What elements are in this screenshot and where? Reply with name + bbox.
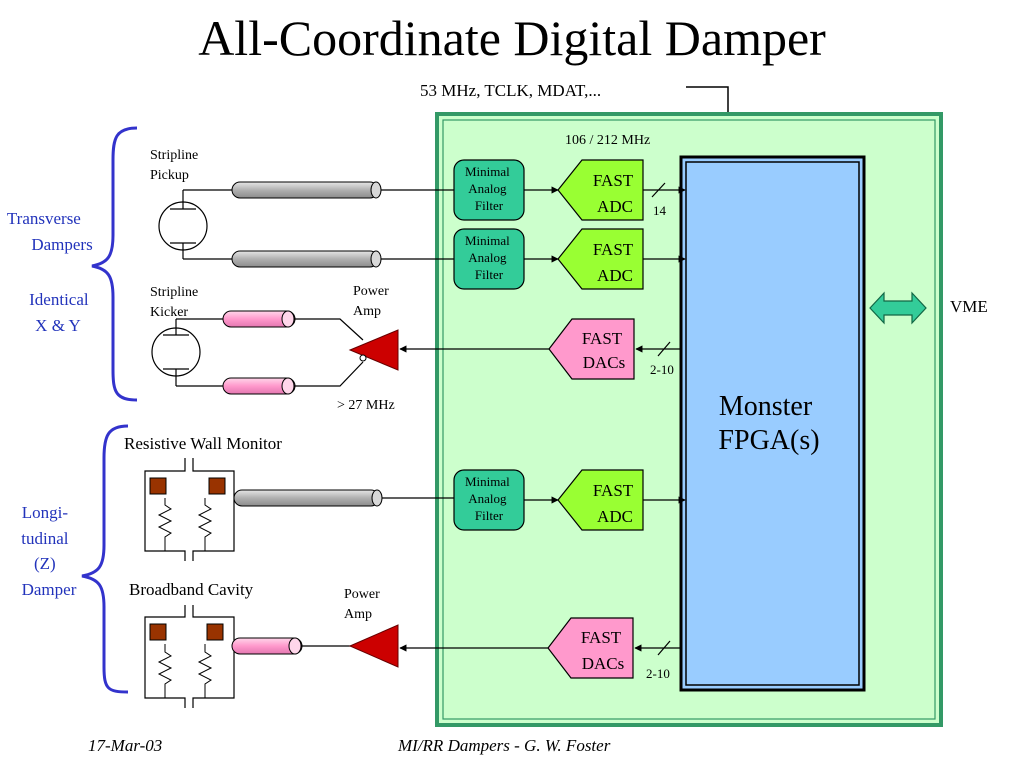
- dac-1-line-1: FAST: [582, 329, 623, 348]
- power-amp-1-label: Power Amp: [353, 284, 392, 319]
- power-amp-1-label-line-2: Amp: [353, 304, 381, 319]
- svg-text:FAST ADC: FAST ADC: [593, 240, 637, 285]
- kicker-cable-upper: [222, 310, 296, 328]
- footer-author: MI/RR Dampers - G. W. Foster: [397, 736, 611, 755]
- fast-adc-1: FAST ADC: [557, 159, 644, 221]
- resistive-wall-monitor: [144, 458, 235, 561]
- adc-1-line-1: FAST: [593, 171, 634, 190]
- longitudinal-brace: [81, 424, 129, 694]
- rwm-cable: [233, 489, 383, 507]
- stripline-pickup-label: Stripline Pickup: [150, 148, 202, 183]
- stripline-kicker-label-line-2: Kicker: [150, 305, 188, 320]
- adc-2-line-1: FAST: [593, 240, 634, 259]
- broadband-cavity: [144, 605, 235, 708]
- identical-label: Identical X & Y: [29, 290, 93, 335]
- dac-1-bus-width: 2-10: [650, 362, 674, 377]
- pickup-cable-lower: [231, 250, 382, 268]
- dac-1-line-2: DACs: [583, 353, 626, 372]
- longitudinal-label-line-3: (Z): [34, 554, 56, 573]
- power-amp-2-label: Power Amp: [344, 587, 383, 622]
- rwm-label: Resistive Wall Monitor: [124, 434, 282, 453]
- transverse-label-line-2: Dampers: [31, 235, 92, 254]
- filter-1-line-2: Analog: [468, 181, 507, 196]
- filter-3-line-2: Analog: [468, 491, 507, 506]
- svg-text:Minimal Analog Fil: Minimal Analog Filter: [465, 233, 513, 282]
- transverse-label-line-1: Transverse: [7, 209, 81, 228]
- power-amp-1-label-line-1: Power: [353, 284, 389, 299]
- analog-filter-2: Minimal Analog Filter: [453, 228, 525, 290]
- cavity-cable: [231, 637, 303, 655]
- adc-3-line-2: ADC: [597, 507, 633, 526]
- filter-1-line-3: Filter: [475, 198, 504, 213]
- power-amp-1: [348, 329, 399, 371]
- vme-label: VME: [950, 297, 988, 316]
- stripline-kicker-label-line-1: Stripline: [150, 285, 198, 300]
- analog-filter-3: Minimal Analog Filter: [453, 469, 525, 531]
- power-amp-2: [348, 624, 399, 668]
- filter-3-line-1: Minimal: [465, 474, 510, 489]
- longitudinal-label-line-4: Damper: [22, 580, 77, 599]
- filter-3-line-3: Filter: [475, 508, 504, 523]
- clock-rate-label: 106 / 212 MHz: [565, 133, 650, 148]
- svg-text:FAST DACs: FAST DACs: [582, 329, 626, 372]
- fpga-block: [685, 161, 860, 686]
- digital-board-inner-border: [442, 119, 936, 720]
- adc-bus-slash: [651, 182, 666, 198]
- filter-2-line-2: Analog: [468, 250, 507, 265]
- dac-2-bus-slash: [657, 640, 671, 656]
- filter-2-line-1: Minimal: [465, 233, 510, 248]
- svg-text:Minimal Analog Fil: Minimal Analog Filter: [465, 474, 513, 523]
- fast-dac-2: FAST DACs: [547, 617, 634, 679]
- stripline-pickup-label-line-1: Stripline: [150, 148, 198, 163]
- stripline-pickup: [158, 189, 232, 260]
- kicker-cable-lower: [222, 377, 296, 395]
- filter-1-line-1: Minimal: [465, 164, 510, 179]
- vme-double-arrow: [869, 291, 927, 325]
- svg-text:Minimal Analog Fil: Minimal Analog Filter: [465, 164, 513, 213]
- dac-1-bus-slash: [657, 341, 671, 357]
- adc-3-line-1: FAST: [593, 481, 634, 500]
- fast-dac-1: FAST DACs: [548, 318, 635, 380]
- fpga-label-line-1: Monster: [719, 391, 813, 422]
- transverse-brace: [91, 126, 138, 402]
- power-amp-1-output-node: [359, 354, 367, 362]
- longitudinal-label-line-1: Longi-: [22, 503, 69, 522]
- fpga-label-line-2: FPGA(s): [718, 425, 819, 456]
- adc-bus-width: 14: [653, 203, 667, 218]
- adc-2-line-2: ADC: [597, 266, 633, 285]
- clock-input-label: 53 MHz, TCLK, MDAT,...: [420, 81, 601, 100]
- svg-text:FAST ADC: FAST ADC: [593, 481, 637, 526]
- dac-2-bus-width: 2-10: [646, 666, 670, 681]
- identical-label-line-1: Identical: [29, 290, 89, 309]
- longitudinal-label-line-2: tudinal: [21, 529, 68, 548]
- analog-filter-1: Minimal Analog Filter: [453, 159, 525, 221]
- broadband-cavity-label: Broadband Cavity: [129, 580, 254, 599]
- power-amp-2-label-line-2: Amp: [344, 607, 372, 622]
- svg-text:FAST ADC: FAST ADC: [593, 171, 637, 216]
- adc-1-line-2: ADC: [597, 197, 633, 216]
- dac-2-line-2: DACs: [582, 654, 625, 673]
- identical-label-line-2: X & Y: [35, 316, 81, 335]
- fpga-label: Monster FPGA(s): [718, 391, 819, 456]
- pickup-cable-upper: [231, 181, 382, 199]
- fast-adc-2: FAST ADC: [557, 228, 644, 290]
- stripline-kicker-label: Stripline Kicker: [150, 285, 202, 320]
- longitudinal-label: Longi- tudinal (Z) Damper: [21, 503, 76, 599]
- stripline-kicker: [151, 318, 223, 387]
- footer-date: 17-Mar-03: [88, 736, 162, 755]
- transverse-label: Transverse Dampers: [7, 209, 93, 254]
- svg-text:FAST DACs: FAST DACs: [581, 628, 625, 673]
- power-amp-1-wires: [295, 318, 364, 387]
- frequency-note: > 27 MHz: [337, 398, 395, 413]
- filter-2-line-3: Filter: [475, 267, 504, 282]
- page-title: All-Coordinate Digital Damper: [198, 10, 826, 66]
- fast-adc-3: FAST ADC: [557, 469, 644, 531]
- stripline-pickup-label-line-2: Pickup: [150, 168, 189, 183]
- power-amp-2-label-line-1: Power: [344, 587, 380, 602]
- dac-2-line-1: FAST: [581, 628, 622, 647]
